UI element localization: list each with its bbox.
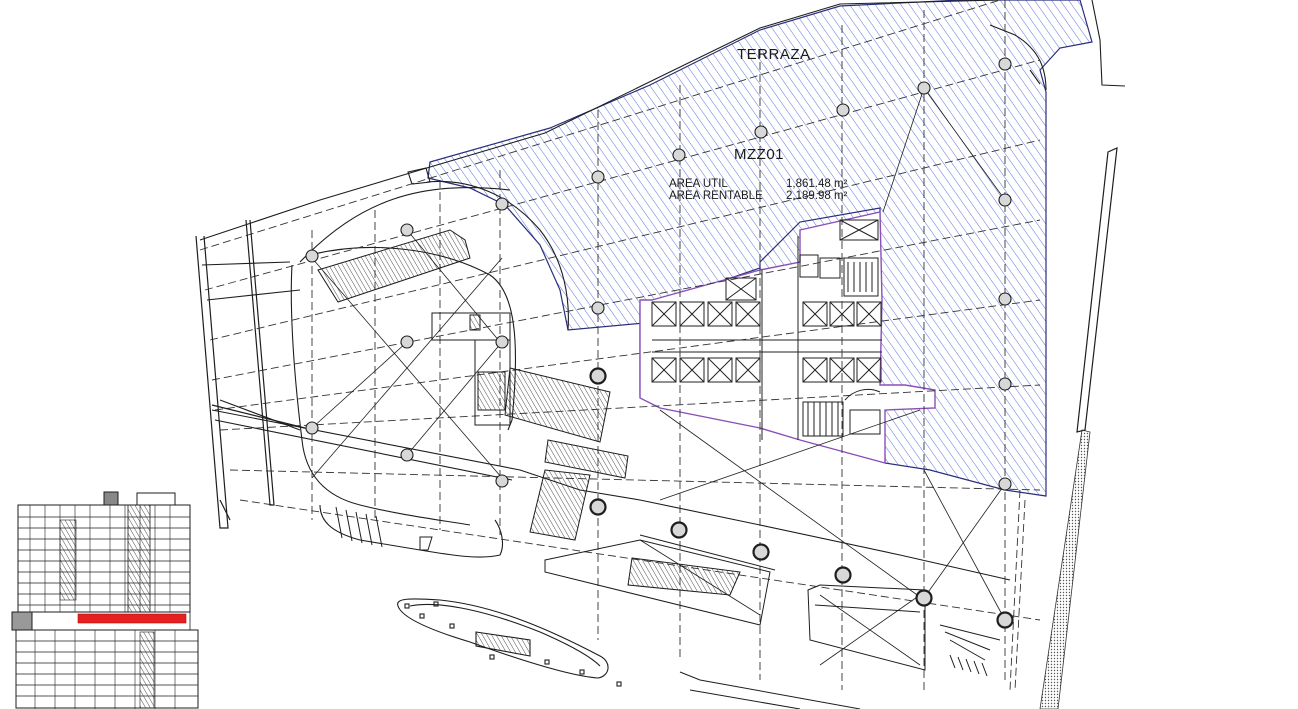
area-rentable-label: AREA RENTABLE bbox=[669, 190, 763, 202]
floor-code-label: MZZ01 bbox=[734, 146, 784, 163]
structural-columns bbox=[305, 57, 1014, 629]
key-plan-highlight bbox=[77, 613, 187, 624]
slab-outline bbox=[199, 0, 1126, 581]
right-facade bbox=[1039, 147, 1118, 709]
area-util-value: 1,861.48 m² bbox=[786, 178, 848, 190]
lower-structures bbox=[335, 506, 1001, 709]
key-plan-section bbox=[11, 491, 199, 709]
area-util-label: AREA UTIL bbox=[669, 178, 728, 190]
boat-feature bbox=[397, 598, 622, 687]
area-rentable-value: 2,189.98 m² bbox=[786, 190, 848, 202]
terrace-label: TERRAZA bbox=[737, 46, 811, 63]
left-facade bbox=[195, 219, 306, 529]
stair-ramps bbox=[317, 229, 741, 596]
